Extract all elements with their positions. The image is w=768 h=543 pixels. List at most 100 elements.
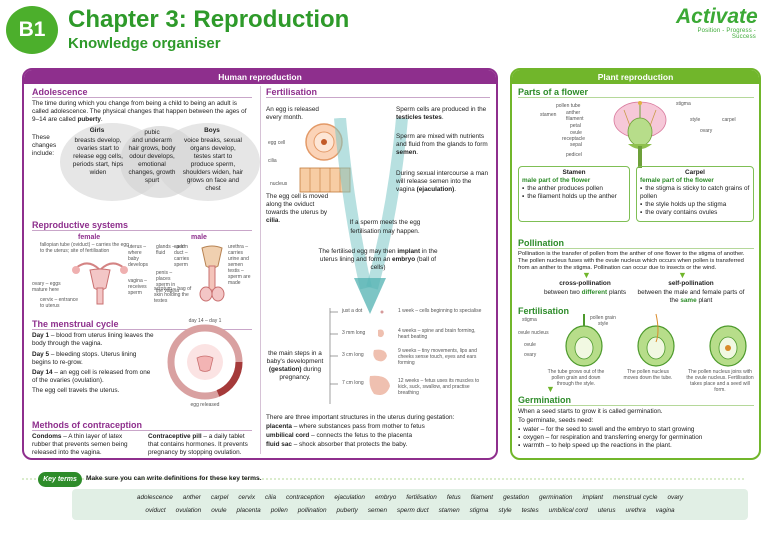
key-term: pollination [297,507,327,514]
label-anther: anther [566,110,581,116]
cross-pollination-title: cross-pollination [559,280,611,287]
menstrual-cycle-diagram [167,324,243,400]
menstrual-rule [32,329,252,330]
key-term: testes [521,507,539,514]
day14-text: – an egg cell is released from one of th… [32,369,151,384]
male-sperm-duct-label: sperm duct – carries sperm [174,244,190,268]
male-system-diagram [199,245,225,302]
self-pollination-text: between the male and female parts of the… [636,289,746,305]
female-system-diagram [72,262,128,305]
puberty-word: puberty [77,116,101,123]
cross-text-end: plants [608,289,627,296]
contraception-heading: Methods of contraception [32,420,142,430]
day1-text: – blood from uterus lining leaves the bo… [32,332,154,347]
label-sepal: sepal [570,142,582,148]
germination-bullet: water – for the seed to swell and the em… [518,426,754,434]
key-term: puberty [336,507,358,514]
male-testis-label: testis – sperm are made [228,268,251,286]
label-ovary: ovary [700,128,713,134]
umbilical-label: umbilical cord [266,432,310,439]
key-term: implant [582,494,604,501]
implant-word: implant [397,248,421,255]
sperm-meets-text: If a sperm meets the egg [349,219,421,226]
key-terms-badge: Key terms [38,472,82,487]
carpel-box-title: Carpel [685,169,705,176]
plant-label-ovule-nucleus: ovule nucleus [518,330,549,336]
key-term: umbilical cord [548,507,588,514]
menstrual-day5: Day 5 – bleeding stops. Uterus lining be… [32,351,154,367]
condoms-desc: – A thin layer of latex rubber that prev… [32,433,128,456]
fluid-sac-label: fluid sac [266,441,292,448]
carpel-definition: female part of the flower [640,177,714,184]
page-subtitle: Knowledge organiser [68,35,221,52]
label-receptacle: receptacle [562,136,586,142]
germination-bullet: warmth – to help speed up the reactions … [518,442,754,450]
key-terms-bar [22,478,746,480]
label-carpel: carpel [722,117,736,123]
changes-intro: These changes include: [32,134,57,157]
key-term: stamen [438,507,460,514]
stamen-box: Stamen male part of the flower the anthe… [518,166,630,222]
self-emphasis: same [680,297,697,304]
embryo-word: embryo [392,256,416,263]
egg-released-text: An egg is released every month. [266,106,319,121]
key-term: embryo [374,494,397,501]
stamen-bullet: the anther produces pollen [522,185,626,193]
key-term: oviduct [145,507,166,514]
germination-bullet: oxygen – for respiration and transferrin… [518,434,754,442]
cross-pollination-text: between two different plants [530,289,640,297]
self-text-end: plant [698,297,713,304]
female-tube-note: fallopian tube (oviduct) – carries the e… [40,242,129,254]
nucleus-label: nucleus [270,181,288,187]
carpel-bullet: the stigma is sticky to catch grains of … [640,185,750,201]
germination-text: When a seed starts to grow it is called … [518,408,663,415]
parts-of-flower-heading: Parts of a flower [518,87,589,97]
female-uterus-label: uterus – where baby develops [128,244,149,268]
key-terms-row-2: oviduct ovulation ovule placenta pollen … [80,507,740,514]
logo-word: Activate [676,5,758,28]
menstrual-day14: Day 14 – an egg cell is released from on… [32,369,154,385]
key-term: anther [182,494,201,501]
germination-heading: Germination [518,395,572,405]
stage-note-1: 1 week – cells beginning to specialise [398,308,482,314]
implant-body: The fertilised egg may then [318,248,396,255]
carpel-bullet: the style holds up the stigma [640,201,750,209]
structures-intro: There are three important structures in … [266,414,455,421]
cycle-top-label: day 14 – day 1 [188,318,222,324]
egg-moved-body: The egg cell is moved along the oviduct … [266,193,329,216]
key-term: vagina [655,507,675,514]
stage-label-3: 3 cm long [342,352,364,358]
overlap-circle [120,126,200,198]
key-term: pollen [270,507,288,514]
key-term: ovule [211,507,227,514]
cycle-bottom-label: egg released [190,402,220,408]
germination-bullets: water – for the seed to swell and the em… [518,426,754,450]
egg-moved-text: The egg cell is moved along the oviduct … [266,193,329,224]
plant-panel-title: Plant reproduction [512,70,759,84]
germination-needs: To germinate, seeds need: [518,417,594,424]
germination-rule [518,405,754,406]
fertilisation-caption-3: The pollen nucleus joins with the ovule … [686,369,754,393]
key-term: stigma [469,507,489,514]
key-term: filament [470,494,494,501]
male-label: male [191,234,207,241]
key-term: contraception [286,494,325,501]
fluid-sac-text: fluid sac – shock absorber that protects… [266,441,492,449]
menstrual-heading: The menstrual cycle [32,319,119,329]
key-terms-box: adolescence anther carpel cervix cilia c… [72,489,748,520]
ejaculation-word: (ejaculation) [416,186,455,193]
cross-arrow-icon: ▼ [582,270,591,280]
key-term: fertilisation [406,494,437,501]
boys-heading: Boys [204,127,220,134]
stamen-definition: male part of the flower [522,177,591,184]
stamen-bullets: the anther produces pollen the filament … [519,185,629,201]
intercourse-text: During sexual intercourse a man will rel… [396,170,488,193]
stage-note-2: 4 weeks – spine and brain forming, heart… [398,328,476,340]
stage-label-4: 7 cm long [342,380,364,386]
sperm-mixed-text: Sperm are mixed with nutrients and fluid… [396,133,488,156]
gestation-intro: the main steps in a baby's development (… [266,350,324,382]
stage-label-2: 3 mm long [342,330,366,336]
adolescence-heading: Adolescence [32,87,88,97]
plant-label-style: style [598,321,609,327]
key-term: fetus [446,494,461,501]
